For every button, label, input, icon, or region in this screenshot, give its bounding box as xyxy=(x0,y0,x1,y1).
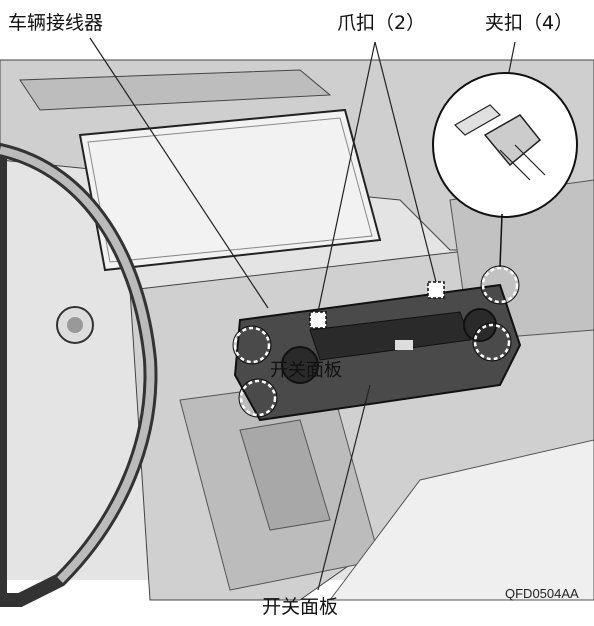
clip-marker xyxy=(233,326,271,364)
leader-switch-panel xyxy=(317,384,371,591)
clip-detail-inset xyxy=(432,72,578,268)
leader-claw-1 xyxy=(317,41,376,313)
clip-marker xyxy=(473,323,511,361)
figure-code: QFD0504AA xyxy=(505,586,579,601)
label-claw-clips: 爪扣（2） xyxy=(337,12,426,34)
right-knob xyxy=(463,308,497,342)
label-clip-clamps: 夹扣（4） xyxy=(485,12,574,34)
clip-marker xyxy=(239,379,277,417)
label-vehicle-connector: 车辆接线器 xyxy=(8,12,104,34)
claw-marker xyxy=(427,281,445,299)
clip-markers xyxy=(233,266,519,417)
left-knob xyxy=(281,346,319,384)
leader-claw-2 xyxy=(374,41,437,283)
leader-vehicle-connector xyxy=(89,37,269,309)
claw-marker xyxy=(309,311,327,329)
clip-marker xyxy=(481,266,519,304)
label-switch-panel-inline: 开关面板 xyxy=(270,360,342,381)
leader-lines xyxy=(89,37,516,591)
label-switch-panel-bottom: 开关面板 xyxy=(262,596,339,618)
